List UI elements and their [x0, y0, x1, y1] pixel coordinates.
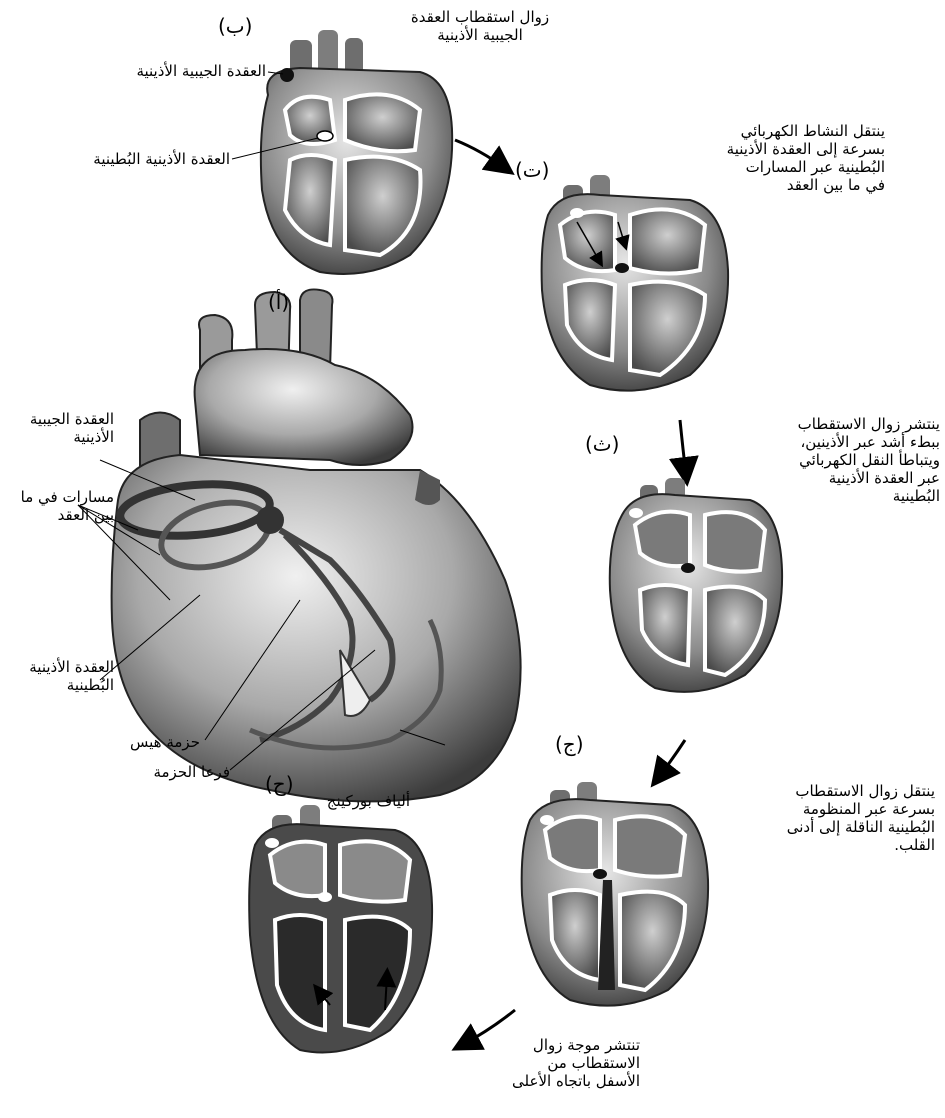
- label-a-internodal-line: مسارات في ما: [4, 488, 114, 506]
- label-a-av-node: العقدة الأذينية البُطينية: [4, 658, 114, 694]
- panel-label-j: (ج): [555, 732, 584, 756]
- panel-label-th: (ث): [585, 432, 619, 456]
- label-a-internodal: مسارات في ما بين العقد: [4, 488, 114, 524]
- label-a-sa-node-line: العقدة الجيبية: [4, 410, 114, 428]
- label-a-sa-node: العقدة الجيبية الأذينية: [4, 410, 114, 446]
- panel-label-h: (ح): [265, 772, 294, 796]
- label-a-his: حزمة هيس: [100, 733, 200, 751]
- caption-t-line: البُطينية عبر المسارات: [670, 158, 885, 176]
- label-a-purkinje: ألياف بوركينج: [300, 792, 410, 810]
- heart-a: [112, 289, 521, 801]
- caption-th-line: عبر العقدة الأذينية: [740, 469, 940, 487]
- arrow-t-to-th: [680, 420, 686, 475]
- heart-h: [249, 805, 432, 1053]
- arrow-th-to-j: [658, 740, 685, 778]
- caption-j-line: القلب.: [720, 836, 935, 854]
- caption-h: تنتشر موجة زوال الاستقطاب من الأسفل باتج…: [430, 1036, 640, 1090]
- panel-label-a: (أ): [268, 290, 289, 314]
- arrow-b-to-t: [455, 140, 505, 168]
- label-b-av-node: العقدة الأذينية البُطينية: [60, 150, 230, 168]
- label-a-av-node-line: العقدة الأذينية: [4, 658, 114, 676]
- panel-label-t: (ت): [515, 158, 549, 182]
- caption-t: ينتقل النشاط الكهربائي بسرعة إلى العقدة …: [670, 122, 885, 194]
- caption-b-line: زوال استقطاب العقدة: [380, 8, 580, 26]
- caption-th-line: ينتشر زوال الاستقطاب: [740, 415, 940, 433]
- label-a-sa-node-line: الأذينية: [4, 428, 114, 446]
- caption-b-line: الجيبية الأذينية: [380, 26, 580, 44]
- caption-j-line: البُطينية الناقلة إلى أدنى: [720, 818, 935, 836]
- caption-h-line: الأسفل باتجاه الأعلى: [430, 1072, 640, 1090]
- caption-h-line: الاستقطاب من: [430, 1054, 640, 1072]
- caption-t-line: ينتقل النشاط الكهربائي: [670, 122, 885, 140]
- caption-th-line: ببطء أشد عبر الأذينين،: [740, 433, 940, 451]
- caption-j-line: بسرعة عبر المنظومة: [720, 800, 935, 818]
- caption-j: ينتقل زوال الاستقطاب بسرعة عبر المنظومة …: [720, 782, 935, 854]
- label-a-branches: فرعا الحزمة: [130, 763, 230, 781]
- caption-t-line: في ما بين العقد: [670, 176, 885, 194]
- label-a-av-node-line: البُطينية: [4, 676, 114, 694]
- heart-th: [610, 478, 782, 692]
- caption-th-line: ويتباطأ النقل الكهربائي: [740, 451, 940, 469]
- panel-label-b: (ب): [218, 14, 252, 38]
- caption-th: ينتشر زوال الاستقطاب ببطء أشد عبر الأذين…: [740, 415, 940, 505]
- caption-th-line: البُطينية: [740, 487, 940, 505]
- label-a-internodal-line: بين العقد: [4, 506, 114, 524]
- caption-b: زوال استقطاب العقدة الجيبية الأذينية: [380, 8, 580, 44]
- heart-j: [522, 782, 708, 1006]
- heart-t: [542, 175, 728, 391]
- heart-b: [261, 30, 452, 274]
- caption-h-line: تنتشر موجة زوال: [430, 1036, 640, 1054]
- caption-j-line: ينتقل زوال الاستقطاب: [720, 782, 935, 800]
- label-b-sa-node: العقدة الجيبية الأذينية: [68, 62, 266, 80]
- caption-t-line: بسرعة إلى العقدة الأذينية: [670, 140, 885, 158]
